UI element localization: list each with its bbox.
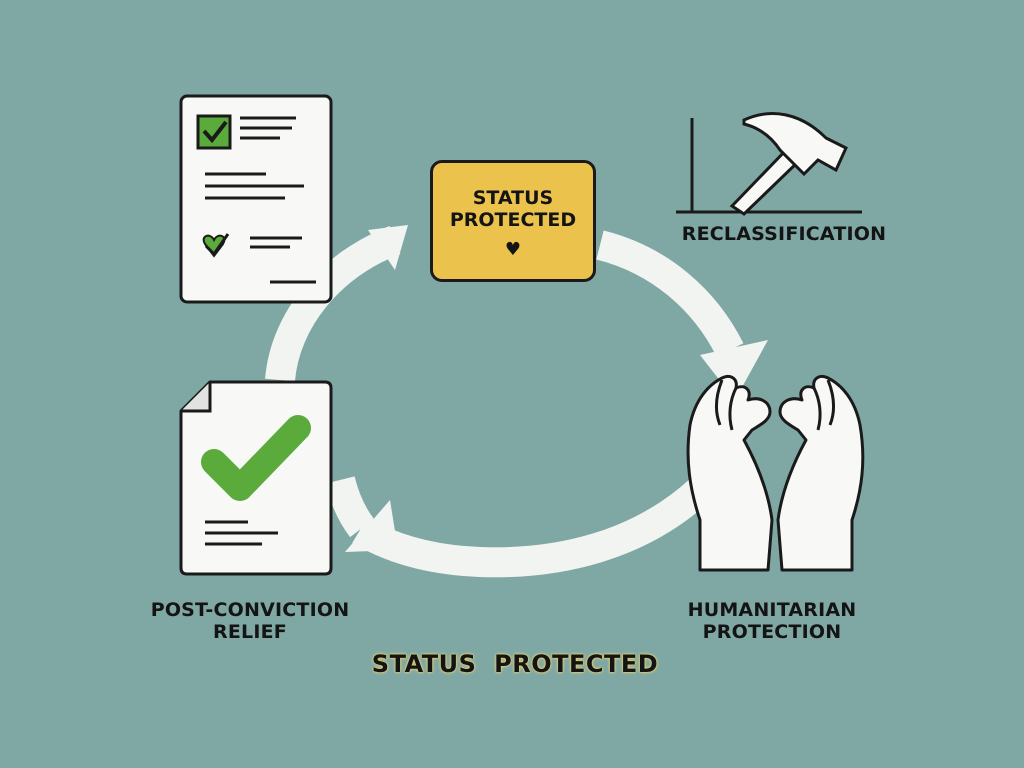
cycle-arrowhead-top-left xyxy=(368,225,408,270)
label-reclassification: RECLASSIFICATION xyxy=(681,223,887,245)
label-post-conviction: POST-CONVICTION RELIEF xyxy=(140,599,360,644)
bottom-title: STATUS PROTECTED xyxy=(371,650,659,678)
label-humanitarian-line1: HUMANITARIAN xyxy=(687,599,857,621)
heart-icon: ♥ xyxy=(504,239,522,260)
cycle-arc-bottom xyxy=(352,478,711,578)
cycle-arrowhead-bottom-left xyxy=(345,500,398,552)
status-box-line2: PROTECTED xyxy=(449,209,577,231)
cycle-arc-right-top xyxy=(596,230,744,357)
gavel-icon xyxy=(676,112,862,216)
hands-heart-icon xyxy=(686,374,865,572)
label-post-conviction-line2: RELIEF xyxy=(213,620,287,643)
document-approved-icon xyxy=(179,380,333,576)
cycle-arrowhead-right xyxy=(700,340,768,400)
document-checklist-icon xyxy=(179,94,333,304)
label-humanitarian-protection: HUMANITARIAN PROTECTION xyxy=(672,599,872,644)
status-box-line1: STATUS xyxy=(472,187,554,209)
cycle-ring xyxy=(265,226,744,578)
cycle-arc-left-bottom xyxy=(325,476,375,538)
label-post-conviction-line1: POST-CONVICTION xyxy=(150,599,350,621)
label-humanitarian-line2: PROTECTION xyxy=(702,620,842,643)
status-protected-box: STATUS PROTECTED ♥ xyxy=(430,160,596,282)
